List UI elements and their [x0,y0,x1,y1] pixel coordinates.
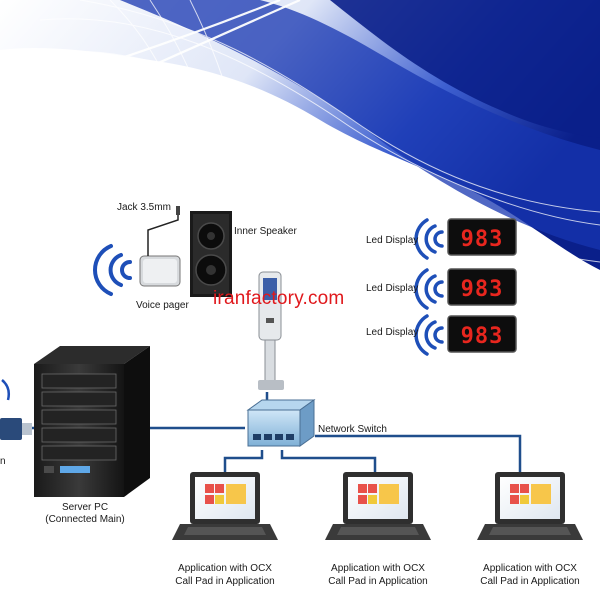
usb-dongle [0,379,32,440]
laptop-2-label-line1: Application with OCX [331,563,425,574]
laptop-3-icon [477,472,583,540]
led-display-3: 983 [414,314,517,356]
voice-pager-icon [139,206,181,287]
pager-signal-icon [93,244,132,296]
server-tower-icon [34,346,150,497]
network-switch-icon [246,399,316,447]
cut-off-label: n [0,456,6,467]
laptop-1-icon [172,472,278,540]
jack-label: Jack 3.5mm [117,202,171,213]
led-display-label: Led Display [366,235,419,246]
watermark-text: iranfactory.com [213,288,345,309]
led-display-group: 983 983 983 [414,218,517,356]
led-signal-icon [414,218,444,260]
banner-background [0,0,600,273]
laptop-2-icon [325,472,431,540]
laptop-2-label-line2: Call Pad in Application [328,576,428,587]
switch-to-mid-laptop-link [280,450,377,478]
server-label-line1: Server PC [61,502,109,513]
led-digits: 983 [461,227,504,252]
led-display-2: 983 [414,268,517,310]
led-signal-icon [414,314,444,356]
voice-pager-label: Voice pager [136,300,189,311]
inner-speaker-label: Inner Speaker [234,226,297,237]
led-digits: 983 [461,277,504,302]
switch-to-right-link [315,434,522,478]
speaker-icon [190,211,232,297]
laptop-1-label-line1: Application with OCX [178,563,272,574]
laptop-1-label-line2: Call Pad in Application [175,576,275,587]
led-digits: 983 [461,324,504,349]
switch-to-left-laptop-link [223,450,264,478]
server-label-line2: (Connected Main) [45,514,125,525]
led-display-label: Led Display [366,327,419,338]
laptop-3-label-line2: Call Pad in Application [480,576,580,587]
led-display-label: Led Display [366,283,419,294]
led-signal-icon [414,268,444,310]
laptop-3-label-line1: Application with OCX [483,563,577,574]
kiosk-icon [258,271,284,390]
network-switch-label: Network Switch [318,424,387,435]
led-display-1: 983 [414,218,517,260]
